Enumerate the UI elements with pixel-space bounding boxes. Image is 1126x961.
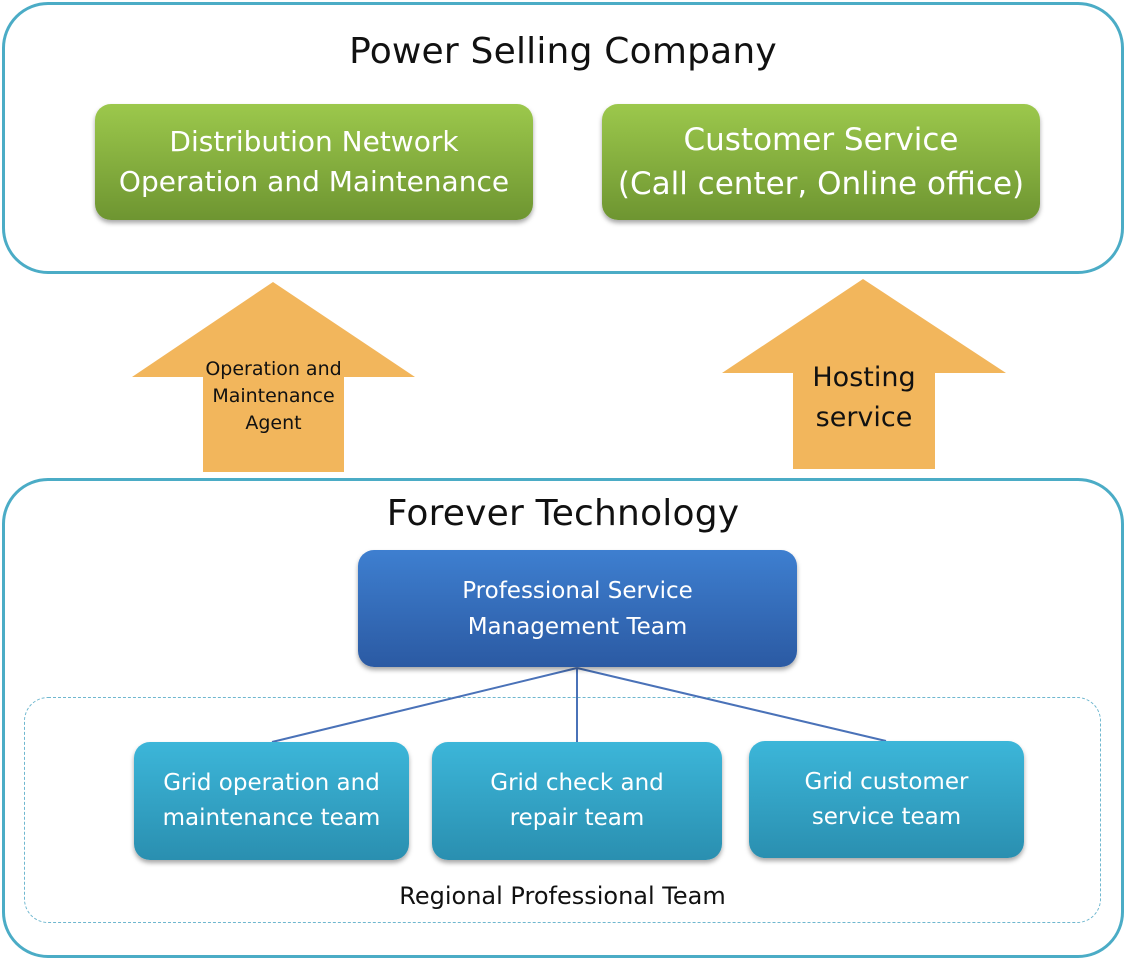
power-selling-company-title: Power Selling Company (349, 31, 777, 72)
distribution-network-line-1: Distribution Network (169, 125, 459, 158)
arrow-2-line-2: service (815, 402, 913, 433)
customer-service-line-1: Customer Service (683, 122, 959, 158)
customer-service-line-2: (Call center, Online office) (617, 166, 1025, 202)
distribution-network-box: Distribution Network Operation and Maint… (95, 104, 533, 220)
management-line-2: Management Team (467, 613, 688, 640)
grid-check-repair-team-box: Grid check and repair team (432, 742, 722, 860)
operation-maintenance-agent-arrow (132, 282, 415, 472)
arrow-2-line-1: Hosting (812, 362, 916, 393)
grid-customer-service-team-box: Grid customer service team (749, 741, 1024, 858)
team-3-line-2: service team (811, 803, 962, 830)
team-2-line-1: Grid check and (490, 770, 664, 796)
team-3-line-1: Grid customer (804, 768, 969, 795)
team-2-line-2: repair team (509, 805, 645, 831)
hosting-service-arrow (722, 279, 1006, 469)
distribution-network-line-2: Operation and Maintenance (118, 165, 510, 198)
management-line-1: Professional Service (462, 577, 693, 604)
regional-professional-team-region (24, 697, 1101, 923)
team-1-line-2: maintenance team (162, 805, 381, 831)
grid-operation-maintenance-team-box: Grid operation and maintenance team (134, 742, 409, 860)
forever-technology-title: Forever Technology (386, 493, 740, 534)
operation-maintenance-agent-label: Operation and Maintenance Agent (203, 356, 344, 437)
arrow-1-line-1: Operation and (205, 358, 342, 380)
regional-professional-team-label: Regional Professional Team (399, 882, 726, 910)
customer-service-box: Customer Service (Call center, Online of… (602, 104, 1040, 220)
arrow-1-line-3: Agent (245, 412, 302, 434)
team-1-line-1: Grid operation and (163, 770, 380, 796)
professional-service-management-team-box: Professional Service Management Team (358, 550, 797, 667)
hosting-service-label: Hosting service (793, 358, 935, 438)
arrow-1-line-2: Maintenance (212, 385, 335, 407)
